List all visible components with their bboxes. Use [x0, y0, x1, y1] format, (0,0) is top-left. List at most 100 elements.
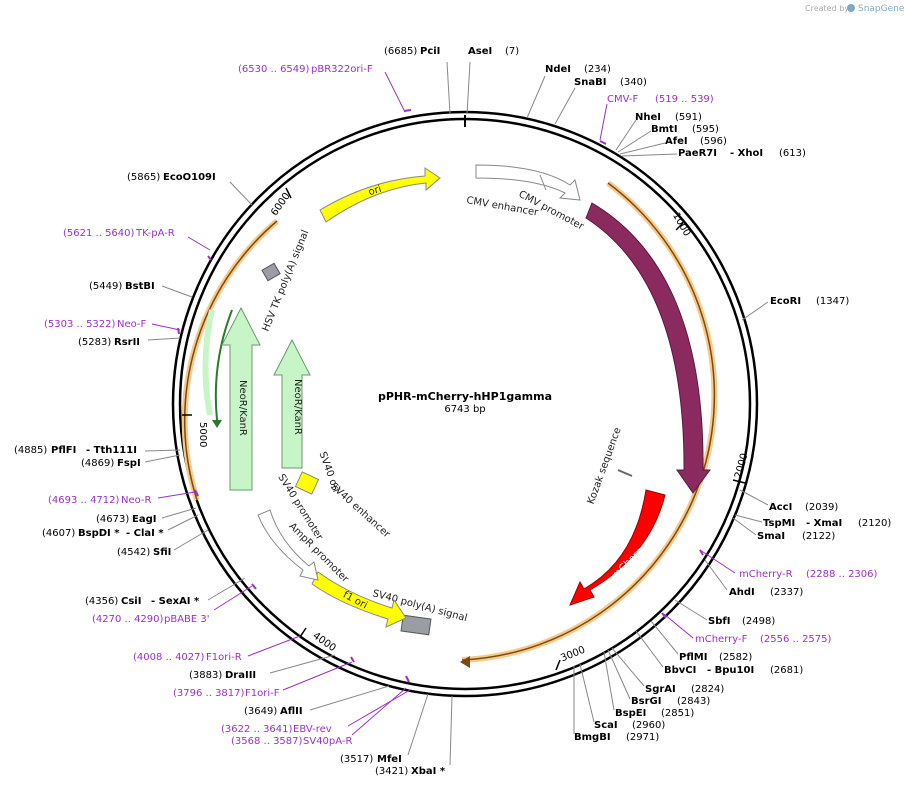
enz-bspdi-pair: - ClaI * — [126, 528, 164, 539]
primer-mark-pbabe — [251, 583, 257, 590]
enz-pflmi-name: PflMI — [679, 652, 707, 663]
ori-label: ori — [367, 184, 383, 198]
enz-mfei-pos: (3517) — [340, 754, 373, 765]
neor-outer-label: NeoR/KanR — [237, 380, 248, 436]
enz-aflii-name: AflII — [280, 706, 303, 717]
cmv-divider — [539, 174, 547, 191]
enz-acci-pos: (2039) — [805, 502, 838, 513]
enz-pcii-pos: (6685) — [384, 46, 417, 57]
primer-mark-pbr322ori — [403, 109, 412, 112]
enz-eagi-name: EagI — [132, 514, 156, 525]
primer-mcherryf-range: (2556 .. 2575) — [760, 634, 832, 645]
leader-mfei — [407, 693, 429, 756]
enz-rsrii-pos: (5283) — [78, 337, 111, 348]
leader-xbai — [449, 695, 453, 766]
enz-tspmi-name: TspMI — [763, 518, 795, 529]
primer-pbr322ori-name: pBR322ori-F — [311, 64, 373, 75]
primer-pbr322ori-range: (6530 .. 6549) — [238, 64, 310, 75]
enz-ndei-name: NdeI — [545, 64, 571, 75]
leader-pflfi — [144, 449, 181, 452]
enz-bstbi-name: BstBI — [125, 281, 155, 292]
primer-neor-name: Neo-R — [121, 495, 152, 506]
leader-f1orir — [247, 635, 301, 657]
neor-inner-label: NeoR/KanR — [292, 379, 303, 435]
leader-neor — [157, 491, 196, 499]
orf-arc-green-line — [214, 309, 233, 421]
enz-ndei-pos: (234) — [584, 64, 611, 75]
primer-tkpar-range: (5621 .. 5640) — [63, 228, 135, 239]
tick-2000 — [732, 479, 746, 484]
enz-xbai-name: XbaI * — [411, 766, 446, 777]
enz-ecoo109i-pos: (5865) — [127, 172, 160, 183]
leader-pbabe3 — [213, 585, 253, 611]
primer-mark-ebv — [405, 675, 410, 683]
enz-bstbi-pos: (5449) — [89, 281, 122, 292]
leader-paer7i — [621, 153, 678, 157]
primer-cmvf-range: (519 .. 539) — [655, 94, 714, 105]
enz-draiii-name: DraIII — [225, 670, 256, 681]
primer-mark-cmvf — [599, 140, 607, 145]
primer-f1orir-name: F1ori-R — [206, 652, 242, 663]
leader-scai — [579, 663, 595, 723]
leader-tkpar — [187, 236, 211, 251]
primer-mark-neor — [194, 489, 199, 497]
leader-mcherryf — [663, 613, 694, 639]
primer-f1orir-range: (4008 .. 4027) — [133, 652, 205, 663]
enz-bspei-name: BspEI — [615, 708, 646, 719]
orf-arc-left-line — [183, 220, 278, 501]
enz-afei-pos: (596) — [700, 136, 727, 147]
primer-neof-name: Neo-F — [117, 319, 147, 330]
enz-ahdi-pos: (2337) — [770, 587, 803, 598]
cry2phr-arrow — [585, 202, 711, 494]
enz-asei-pos: (7) — [505, 46, 519, 57]
enz-acci-name: AccI — [769, 502, 792, 513]
enz-ecori-name: EcoRI — [770, 296, 801, 307]
enz-bmti-pos: (595) — [692, 124, 719, 135]
tick-3000 — [555, 659, 561, 671]
leader-tspmi — [734, 514, 763, 523]
leader-aflii — [309, 685, 390, 711]
primer-mark-mcherryr — [699, 549, 704, 556]
enz-snabi-pos: (340) — [620, 77, 647, 88]
enz-pflfi-pair: - Tth111I — [86, 445, 137, 456]
leader-snabi — [554, 87, 576, 125]
leader-sbfi — [674, 599, 708, 621]
leader-bstbi — [161, 285, 193, 298]
enz-sbfi-name: SbfI — [708, 616, 730, 627]
leader-f1orif — [282, 661, 353, 691]
tick-6000 — [285, 187, 292, 199]
leader-csii — [207, 577, 246, 601]
ori-arrow — [319, 167, 441, 223]
primer-ebvrev-range: (3622 .. 3641) — [221, 724, 293, 735]
enz-fspi-pos: (4869) — [81, 458, 114, 469]
leader-sfii — [173, 529, 209, 551]
tick-4000 — [299, 627, 307, 638]
enz-bbvci-pair: - Bpu10I — [707, 665, 754, 676]
enz-aflii-pos: (3649) — [244, 706, 277, 717]
enz-bspdi-name: BspDI * — [78, 528, 120, 539]
enz-csii-pos: (4356) — [85, 596, 118, 607]
tick-label-5000: 5000 — [197, 422, 208, 447]
primer-mark-mcherryf — [661, 612, 667, 619]
leader-bbvci — [635, 630, 664, 668]
leader-afei — [619, 142, 666, 155]
enz-bmgbi-pos: (2971) — [626, 732, 659, 743]
leader-ebvrev — [347, 689, 411, 727]
kozak-label: Kozak sequence — [586, 426, 624, 506]
primer-mark-tkpar — [207, 255, 212, 261]
snapgene-logo-icon — [847, 4, 855, 12]
enz-pflmi-pos: (2582) — [719, 652, 752, 663]
primer-mcherryr-range: (2288 .. 2306) — [806, 569, 878, 580]
enz-bspdi-pos: (4607) — [42, 528, 75, 539]
enz-bmgbi-name: BmgBI — [574, 732, 611, 743]
primer-tkpar-name: TK-pA-R — [135, 228, 175, 239]
leader-smai — [732, 517, 757, 536]
enz-snabi-name: SnaBI — [574, 77, 606, 88]
mcherry-arrow — [569, 489, 666, 606]
primer-mark-f1ori — [350, 656, 355, 663]
tick-label-3000: 3000 — [559, 645, 587, 665]
enz-nhei-name: NheI — [635, 112, 661, 123]
leader-bsrgi — [607, 649, 631, 700]
